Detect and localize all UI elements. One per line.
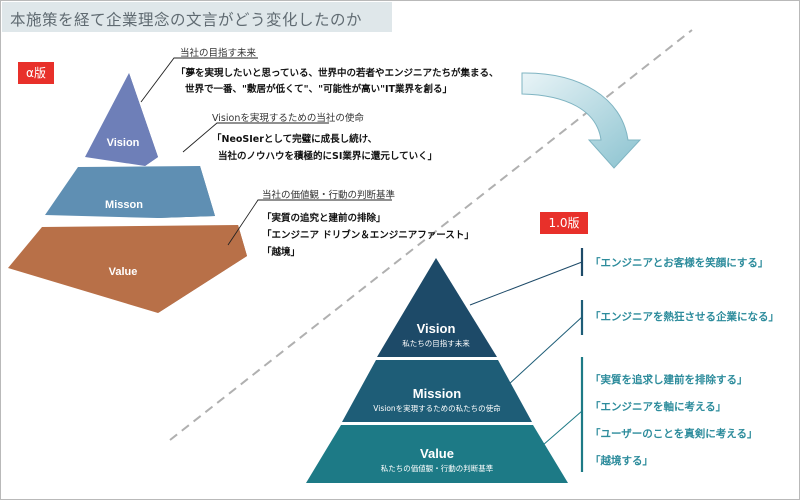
v1-value-subtitle: 私たちの価値観・行動の判断基準 <box>381 463 494 473</box>
alpha-value-layer <box>8 225 247 313</box>
v1-pyramid: Vision 私たちの目指す未来 Mission Visionを実現するための私… <box>306 258 568 483</box>
v1-mission-subtitle: Visionを実現するための私たちの使命 <box>373 403 501 413</box>
alpha-vision-ann-line-1: 「夢を実現したいと思っている、世界中の若者やエンジニアたちが集まる、 <box>176 68 499 79</box>
transition-arrow <box>521 72 642 169</box>
v1-value-item-4: 「越境する」 <box>590 455 653 467</box>
diagonal-divider <box>169 29 693 441</box>
v1-mission-title: Mission <box>413 386 461 401</box>
alpha-pyramid: Vision Misson Value <box>8 73 247 313</box>
v1-value-item-2: 「エンジニアを軸に考える」 <box>590 401 727 413</box>
v1-value-connector <box>534 410 583 453</box>
title-bar: 本施策を経て企業理念の文言がどう変化したのか <box>2 2 392 32</box>
v1-value-item-3: 「ユーザーのことを真剣に考える」 <box>590 428 758 440</box>
alpha-value-ann-label: 当社の価値観・行動の判断基準 <box>262 190 396 201</box>
v1-value-item-1: 「実質を追求し建前を排除する」 <box>590 374 748 386</box>
alpha-value-ann-line-3: 「越境」 <box>262 247 301 258</box>
alpha-value-connector <box>227 199 392 246</box>
alpha-mission-connector <box>182 122 329 153</box>
v1-version-badge: 1.0版 <box>540 212 588 234</box>
v1-vision-layer <box>377 258 497 357</box>
alpha-vision-connector <box>140 57 258 103</box>
alpha-mission-ann-label: Visionを実現するための当社の使命 <box>212 113 364 124</box>
v1-value-layer <box>306 425 568 483</box>
alpha-vision-label: Vision <box>107 137 140 149</box>
v1-vision-connector <box>469 261 583 306</box>
v1-vision-subtitle: 私たちの目指す未来 <box>402 338 470 348</box>
v1-vision-item: 「エンジニアとお客様を笑顔にする」 <box>590 257 769 269</box>
alpha-vision-layer <box>85 73 158 166</box>
v1-mission-item: 「エンジニアを熱狂させる企業になる」 <box>590 311 779 323</box>
alpha-value-ann-line-1: 「実質の追究と建前の排除」 <box>262 213 386 224</box>
alpha-vision-ann-line-2: 世界で一番、"敷居が低くて"、"可能性が高い"IT業界を創る」 <box>185 84 453 95</box>
v1-mission-layer <box>342 360 532 422</box>
alpha-version-badge: α版 <box>18 62 54 84</box>
alpha-mission-layer <box>45 166 215 218</box>
alpha-mission-label: Misson <box>105 199 143 211</box>
v1-value-title: Value <box>420 446 454 461</box>
alpha-mission-ann-line-1: 「NeoSIerとして完璧に成長し続け、 <box>212 134 378 145</box>
alpha-value-ann-line-2: 「エンジニア ドリブン＆エンジニアファースト」 <box>262 230 474 241</box>
alpha-mission-ann-line-2: 当社のノウハウを積極的にSI業界に還元していく」 <box>218 151 438 162</box>
v1-mission-connector <box>507 316 583 386</box>
v1-vision-title: Vision <box>417 321 456 336</box>
page-title: 本施策を経て企業理念の文言がどう変化したのか <box>10 11 363 29</box>
alpha-value-label: Value <box>109 266 138 278</box>
alpha-vision-ann-label: 当社の目指す未来 <box>180 48 257 59</box>
